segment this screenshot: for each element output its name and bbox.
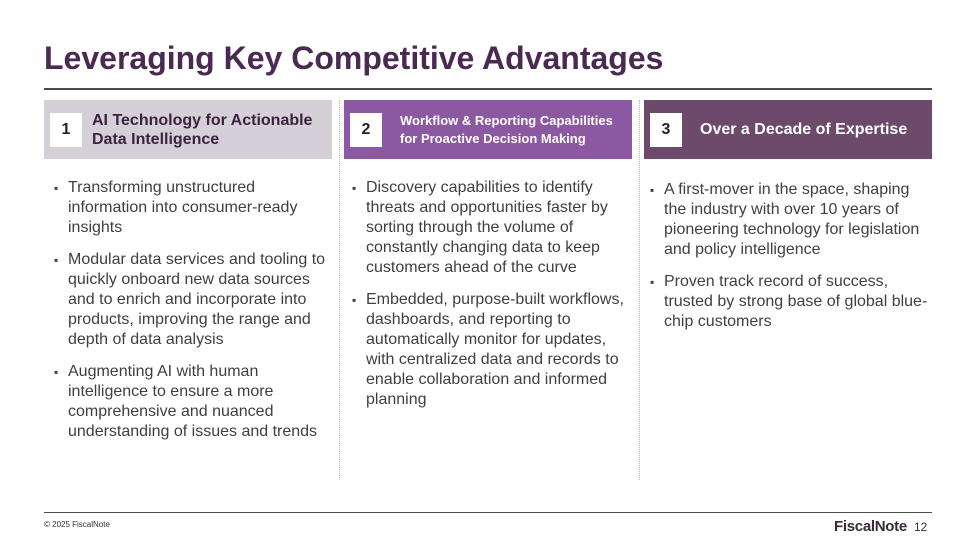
column-header-3: 3 Over a Decade of Expertise (644, 100, 932, 159)
advantage-column-2: 2 Workflow & Reporting Capabilities for … (344, 100, 632, 408)
bullet-item: Discovery capabilities to identify threa… (352, 178, 628, 278)
bullet-list-1: Transforming unstructured information in… (54, 178, 328, 454)
column-number-3: 3 (650, 113, 682, 147)
footer-divider (44, 512, 932, 513)
advantage-column-3: 3 Over a Decade of Expertise A first-mov… (644, 100, 932, 330)
advantage-column-1: 1 AI Technology for Actionable Data Inte… (44, 100, 332, 440)
title-divider (44, 88, 932, 90)
page-number: 12 (914, 520, 928, 534)
column-header-1: 1 AI Technology for Actionable Data Inte… (44, 100, 332, 159)
column-separator (639, 100, 640, 480)
column-number-1: 1 (50, 113, 82, 147)
company-logo: FiscalNote (834, 518, 907, 535)
bullet-item: A first-mover in the space, shaping the … (650, 180, 928, 260)
bullet-item: Transforming unstructured information in… (54, 178, 328, 238)
bullet-item: Augmenting AI with human intelligence to… (54, 362, 328, 442)
copyright-text: © 2025 FiscalNote (44, 520, 110, 529)
column-header-2: 2 Workflow & Reporting Capabilities for … (344, 100, 632, 159)
column-separator (339, 100, 340, 480)
column-heading-1: AI Technology for Actionable Data Intell… (92, 111, 313, 148)
bullet-item: Proven track record of success, trusted … (650, 272, 928, 332)
slide-title: Leveraging Key Competitive Advantages (44, 40, 664, 76)
column-number-2: 2 (350, 113, 382, 147)
bullet-list-2: Discovery capabilities to identify threa… (352, 178, 628, 422)
bullet-list-3: A first-mover in the space, shaping the … (650, 180, 928, 344)
column-heading-2: Workflow & Reporting Capabilities for Pr… (400, 112, 613, 146)
bullet-item: Modular data services and tooling to qui… (54, 250, 328, 350)
column-heading-3: Over a Decade of Expertise (700, 121, 908, 138)
bullet-item: Embedded, purpose-built workflows, dashb… (352, 290, 628, 410)
